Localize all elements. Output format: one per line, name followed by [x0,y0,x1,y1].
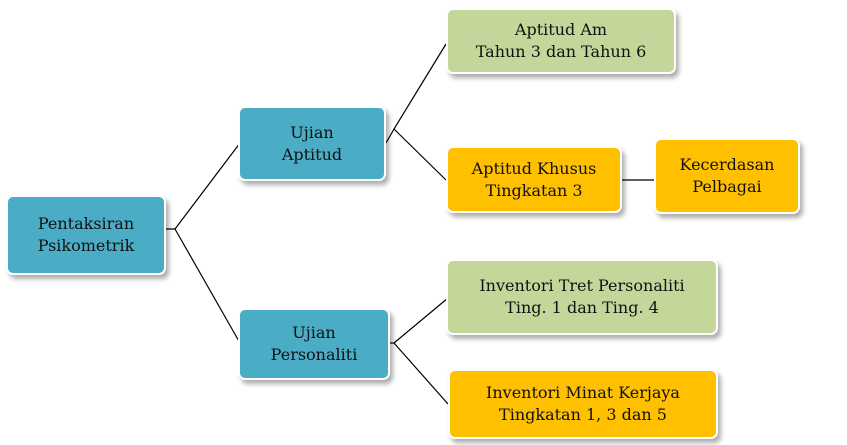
node-label-line2: Pelbagai [692,177,762,196]
node-inventori-minat-kerjaya: Inventori Minat Kerjaya Tingkatan 1, 3 d… [448,369,718,439]
node-label-line1: Ujian [292,323,336,342]
node-label-line1: Inventori Tret Personaliti [479,276,685,295]
connector-per-to-minat [393,342,449,405]
connector-root-to-per [174,228,241,344]
node-label-line2: Psikometrik [37,236,135,255]
node-label-line2: Tingkatan 3 [485,180,583,200]
node-pentaksiran-psikometrik: Pentaksiran Psikometrik [6,195,166,275]
node-aptitud-am: Aptitud Am Tahun 3 dan Tahun 6 [446,8,676,74]
node-label-line1: Aptitud Khusus [471,158,597,178]
node-label-line2: Ting. 1 dan Ting. 4 [505,298,659,317]
node-inventori-tret-personaliti: Inventori Tret Personaliti Ting. 1 dan T… [446,259,718,335]
node-label-line2: Personaliti [270,345,358,364]
node-aptitud-khusus: Aptitud Khusus Tingkatan 3 [446,146,622,213]
node-ujian-aptitud: Ujian Aptitud [238,106,386,181]
connector-root-to-apt [166,142,241,230]
connector-apt-to-am [385,43,447,144]
node-label-line2: Tahun 3 dan Tahun 6 [475,42,647,61]
node-label-line2: Aptitud [281,144,343,164]
node-label-line1: Inventori Minat Kerjaya [486,383,680,402]
node-kecerdasan-pelbagai: Kecerdasan Pelbagai [654,138,800,214]
node-label-line1: Pentaksiran [37,214,135,233]
node-label-line2: Tingkatan 1, 3 dan 5 [499,405,667,424]
node-label-line1: Ujian [290,122,334,142]
connector-per-to-tret [386,297,449,344]
node-label-line1: Aptitud Am [514,20,608,39]
node-label-line1: Kecerdasan [679,155,775,174]
node-ujian-personaliti: Ujian Personaliti [238,308,390,380]
connector-apt-to-khusus [393,128,447,181]
